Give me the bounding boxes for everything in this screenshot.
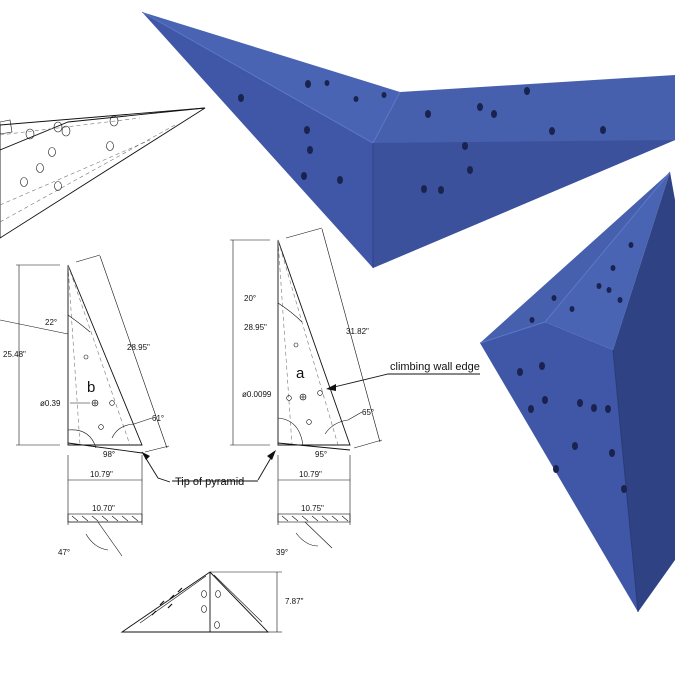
panel-a-bevel-angle: 39°	[276, 548, 288, 557]
bottom-view-slots	[151, 587, 183, 616]
panel-a-hypotenuse: 31.82"	[346, 327, 369, 336]
volume-left-face	[142, 12, 373, 268]
isometric-sketch	[0, 107, 206, 239]
panel-a-top-angle: 20°	[244, 294, 256, 303]
panel-a-base-lower: 10.75"	[301, 504, 324, 513]
volume2-top-face	[545, 172, 670, 350]
climbing-wall-edge-label: climbing wall edge	[390, 361, 480, 373]
volume2-left-face	[480, 322, 638, 612]
bottom-view-holes	[201, 590, 221, 629]
panel-a-angle-right: 65°	[362, 408, 374, 417]
volume-top-face	[142, 12, 400, 143]
sketch-holds	[20, 115, 119, 191]
volume-shade-face	[373, 140, 675, 268]
panel-b-angle-right: 61°	[152, 414, 164, 423]
panel-a-base-upper: 10.79"	[299, 470, 322, 479]
panel-b-labels: 25.48" 22° 28.95" b ø0.39 61° 98° 10.79"…	[3, 318, 164, 557]
panel-b-bevel-angle: 47°	[58, 548, 70, 557]
bottom-view-drawing	[120, 571, 282, 633]
bottom-view-height: 7.87"	[285, 597, 304, 606]
callout-lines	[141, 373, 480, 483]
panel-a-hole-dia: ø0.0099	[242, 390, 272, 399]
volume2-right-face	[613, 172, 675, 612]
panel-b-hypotenuse: 28.95"	[127, 343, 150, 352]
panel-a-height: 28.95"	[244, 323, 267, 332]
panel-b-drawing	[0, 254, 170, 557]
blue-volume-top	[141, 11, 675, 268]
panel-b-angle-left: 98°	[103, 450, 115, 459]
panel-a-drawing	[230, 227, 383, 549]
tip-of-pyramid-label: Tip of pyramid	[175, 476, 244, 488]
volume-top-holes	[238, 80, 606, 194]
panel-b-letter: b	[87, 379, 95, 396]
panel-a-labels: 28.95" 20° 31.82" a ø0.0099 65° 95° 10.7…	[242, 294, 374, 557]
panel-b-height: 25.48"	[3, 350, 26, 359]
volume-right-holes	[517, 242, 634, 493]
panel-b-top-angle: 22°	[45, 318, 57, 327]
blue-volume-right	[479, 171, 675, 613]
panel-b-base-upper: 10.79"	[90, 470, 113, 479]
panel-b-base-lower: 10.70"	[92, 504, 115, 513]
panel-a-letter: a	[296, 365, 305, 382]
panel-a-angle-left: 95°	[315, 450, 327, 459]
panel-b-hole-dia: ø0.39	[40, 399, 61, 408]
